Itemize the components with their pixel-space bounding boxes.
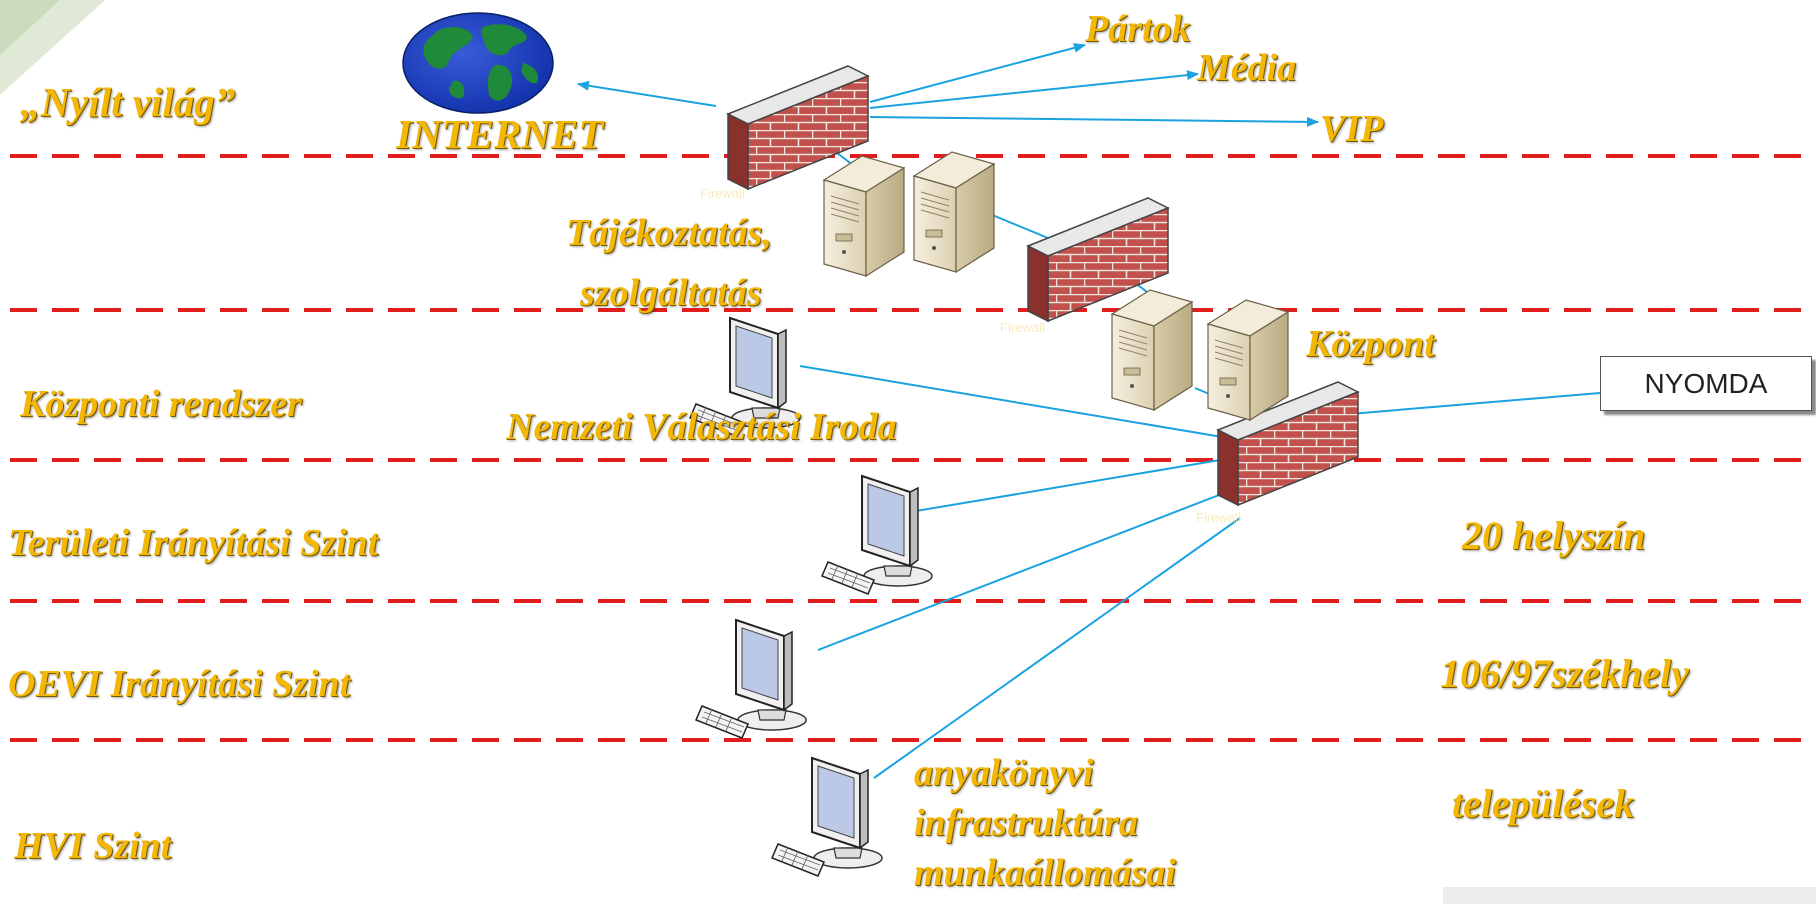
link-hvi-fw3 bbox=[873, 517, 1241, 779]
workstation-icon bbox=[771, 757, 883, 877]
link-regional-fw3 bbox=[915, 457, 1233, 512]
workstation-icon bbox=[821, 475, 933, 595]
link-to-vip bbox=[869, 116, 1319, 127]
parties-label: Pártok bbox=[1085, 8, 1191, 50]
info-service-label-line2: szolgáltatás bbox=[580, 272, 762, 314]
server-icon bbox=[913, 151, 995, 273]
nvi-label: Nemzeti Választási Iroda bbox=[506, 406, 897, 448]
link-fw3-nyomda bbox=[1349, 392, 1601, 415]
oevi-count-label: 106/97székhely bbox=[1440, 651, 1689, 696]
internet-label: INTERNET bbox=[396, 111, 604, 157]
link-to-media bbox=[869, 70, 1199, 109]
hvi-count-label: települések bbox=[1452, 781, 1635, 826]
registry-label-line3: munkaállomásai bbox=[914, 852, 1176, 894]
corner-decoration bbox=[0, 0, 105, 95]
registry-label-line1: anyakönyvi bbox=[914, 752, 1094, 794]
level-label-regional: Területi Irányítási Szint bbox=[8, 522, 379, 564]
level-dividers bbox=[10, 154, 1816, 742]
firewall-caption: Firewall bbox=[1196, 510, 1241, 525]
center-label: Központ bbox=[1306, 323, 1435, 365]
globe-icon bbox=[402, 12, 554, 114]
server-icon bbox=[1207, 299, 1289, 421]
level-label-open-world: „Nyílt világ” bbox=[20, 79, 236, 125]
firewall-caption: Firewall bbox=[700, 186, 745, 201]
print-shop-box: NYOMDA bbox=[1600, 356, 1812, 411]
registry-label-line2: infrastruktúra bbox=[914, 802, 1138, 844]
firewall-caption: Firewall bbox=[1000, 320, 1045, 335]
link-oevi-fw3 bbox=[817, 489, 1233, 651]
link-to-parties bbox=[869, 42, 1086, 103]
link-nvi-fw3 bbox=[799, 365, 1241, 441]
regional-count-label: 20 helyszín bbox=[1462, 513, 1646, 558]
server-icon bbox=[823, 155, 905, 277]
workstation-icon bbox=[695, 619, 807, 739]
link-to-internet bbox=[577, 80, 717, 107]
server-icon bbox=[1111, 289, 1193, 411]
bottom-panel bbox=[1443, 887, 1816, 904]
info-service-label-line1: Tájékoztatás, bbox=[566, 212, 772, 254]
level-label-central-system: Központi rendszer bbox=[20, 383, 302, 425]
vip-label: VIP bbox=[1320, 108, 1384, 150]
level-label-oevi: OEVI Irányítási Szint bbox=[8, 663, 351, 705]
media-label: Média bbox=[1197, 47, 1297, 89]
level-label-hvi: HVI Szint bbox=[14, 825, 172, 867]
